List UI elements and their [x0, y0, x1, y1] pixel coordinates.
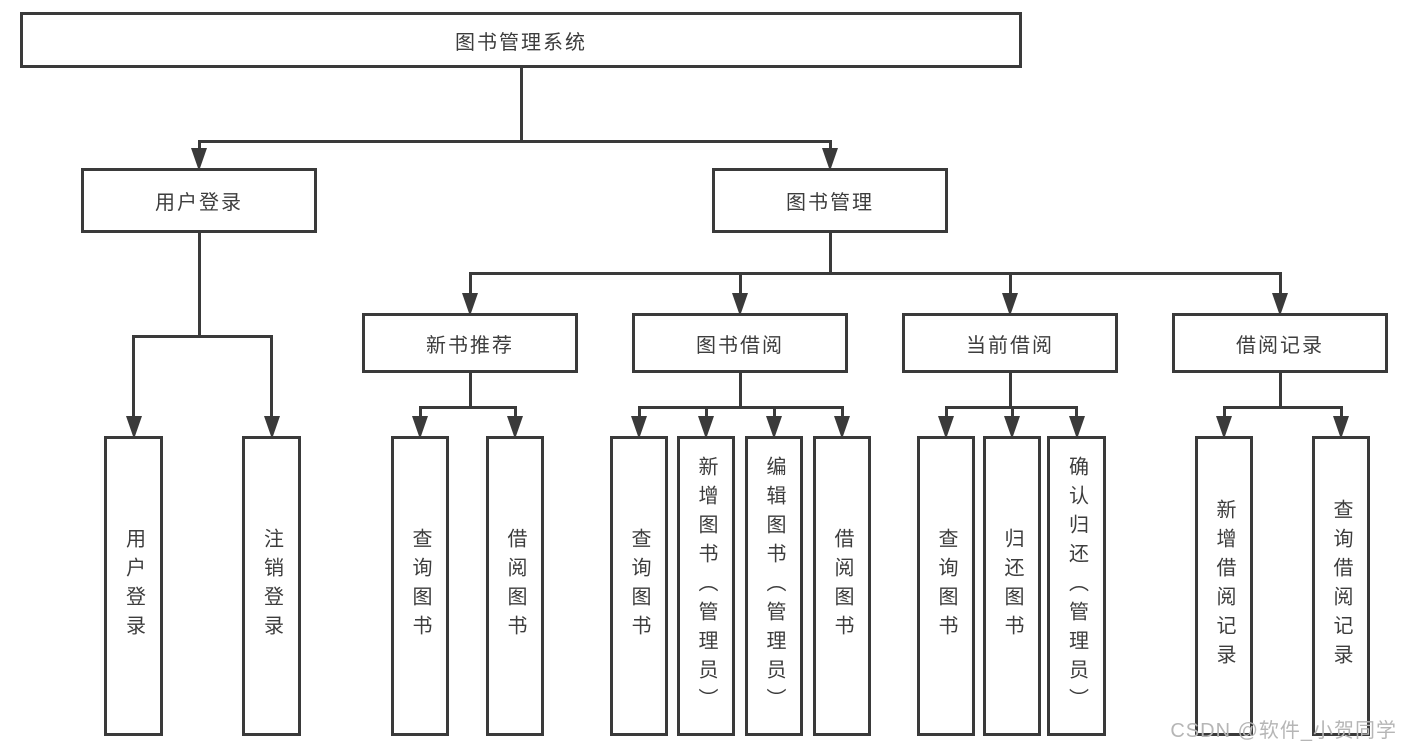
node-label-new-book-recommend: 新书推荐 — [426, 334, 514, 357]
connector-line — [1008, 272, 1012, 298]
node-leaf-logout: 注销登录 — [242, 436, 301, 736]
node-leaf-query-book-1: 查询图书 — [391, 436, 449, 736]
connector-line — [1222, 406, 1343, 409]
arrowhead-down-icon — [1002, 293, 1018, 316]
arrowhead-down-icon — [1068, 416, 1085, 439]
node-label-leaf-logout: 注销登录 — [260, 528, 283, 644]
node-leaf-confirm-return: 确认归还（管理员） — [1047, 436, 1106, 736]
arrowhead-down-icon — [938, 416, 954, 439]
connector-line — [1278, 272, 1282, 298]
node-user-login: 用户登录 — [81, 168, 317, 233]
csdn-watermark: CSDN @软件_小贺同学 — [1170, 720, 1397, 742]
connector-line — [828, 232, 832, 275]
node-leaf-borrow-book-1: 借阅图书 — [486, 436, 544, 736]
node-leaf-add-book: 新增图书（管理员） — [677, 436, 735, 736]
connector-line — [418, 406, 422, 421]
connector-line — [738, 372, 742, 409]
node-label-leaf-query-book-1: 查询图书 — [409, 528, 431, 644]
connector-line — [772, 406, 776, 421]
connector-line — [1075, 406, 1078, 421]
connector-line — [704, 406, 708, 421]
arrowhead-down-icon — [507, 416, 523, 439]
node-label-leaf-user-login: 用户登录 — [122, 528, 145, 644]
connector-line — [197, 232, 201, 338]
arrowhead-down-icon — [125, 416, 142, 439]
node-leaf-query-borrow-record: 查询借阅记录 — [1312, 436, 1370, 736]
node-label-leaf-borrow-book-1: 借阅图书 — [504, 528, 526, 644]
node-label-borrow-records: 借阅记录 — [1236, 334, 1324, 357]
connector-line — [738, 272, 742, 298]
connector-line — [1222, 406, 1226, 421]
connector-line — [828, 140, 832, 153]
node-leaf-user-login: 用户登录 — [104, 436, 163, 736]
arrowhead-down-icon — [1004, 416, 1020, 439]
node-label-leaf-add-borrow-record: 新增借阅记录 — [1213, 499, 1235, 673]
node-label-leaf-add-book: 新增图书（管理员） — [695, 455, 717, 717]
connector-line — [944, 406, 948, 421]
node-label-leaf-edit-book: 编辑图书（管理员） — [763, 455, 785, 717]
arrowhead-down-icon — [1216, 416, 1232, 439]
node-label-leaf-query-book-3: 查询图书 — [935, 528, 957, 644]
node-leaf-borrow-book-2: 借阅图书 — [813, 436, 871, 736]
arrowhead-down-icon — [1272, 293, 1288, 316]
node-book-management: 图书管理 — [712, 168, 948, 233]
arrowhead-down-icon — [1333, 416, 1349, 439]
connector-line — [637, 406, 844, 409]
arrowhead-down-icon — [631, 416, 647, 439]
connector-line — [197, 140, 832, 143]
node-label-leaf-borrow-book-2: 借阅图书 — [831, 528, 853, 644]
arrowhead-down-icon — [698, 416, 714, 439]
connector-line — [637, 406, 641, 421]
connector-line — [1008, 372, 1012, 409]
connector-line — [468, 372, 472, 409]
connector-line — [418, 406, 517, 409]
connector-line — [1339, 406, 1343, 421]
node-leaf-query-book-3: 查询图书 — [917, 436, 975, 736]
node-current-borrow: 当前借阅 — [902, 313, 1118, 373]
arrowhead-down-icon — [822, 148, 838, 171]
connector-line — [513, 406, 517, 421]
connector-line — [132, 335, 135, 421]
arrowhead-down-icon — [263, 416, 280, 439]
node-label-leaf-confirm-return: 确认归还（管理员） — [1065, 455, 1088, 717]
node-label-leaf-return-book: 归还图书 — [1001, 528, 1023, 644]
arrowhead-down-icon — [412, 416, 428, 439]
node-label-current-borrow: 当前借阅 — [966, 334, 1054, 357]
node-system: 图书管理系统 — [20, 12, 1022, 68]
connector-line — [468, 272, 472, 298]
connector-line — [132, 335, 273, 338]
connector-line — [840, 406, 844, 421]
node-label-system: 图书管理系统 — [455, 31, 587, 54]
node-new-book-recommend: 新书推荐 — [362, 313, 578, 373]
connector-line — [1278, 372, 1282, 409]
connector-line — [197, 140, 201, 153]
arrowhead-down-icon — [834, 416, 850, 439]
node-label-book-borrow: 图书借阅 — [696, 334, 784, 357]
node-label-leaf-query-book-2: 查询图书 — [628, 528, 650, 644]
node-label-book-management: 图书管理 — [786, 192, 874, 214]
connector-line — [270, 335, 273, 421]
connector-line — [1010, 406, 1014, 421]
node-label-user-login: 用户登录 — [155, 192, 243, 214]
node-leaf-edit-book: 编辑图书（管理员） — [745, 436, 803, 736]
arrowhead-down-icon — [191, 148, 207, 171]
node-label-leaf-query-borrow-record: 查询借阅记录 — [1330, 499, 1352, 673]
connector-line — [519, 67, 523, 143]
arrowhead-down-icon — [766, 416, 782, 439]
node-book-borrow: 图书借阅 — [632, 313, 848, 373]
connector-line — [468, 272, 1282, 275]
arrowhead-down-icon — [462, 293, 478, 316]
node-leaf-query-book-2: 查询图书 — [610, 436, 668, 736]
node-leaf-return-book: 归还图书 — [983, 436, 1041, 736]
arrowhead-down-icon — [732, 293, 748, 316]
node-borrow-records: 借阅记录 — [1172, 313, 1388, 373]
node-leaf-add-borrow-record: 新增借阅记录 — [1195, 436, 1253, 736]
